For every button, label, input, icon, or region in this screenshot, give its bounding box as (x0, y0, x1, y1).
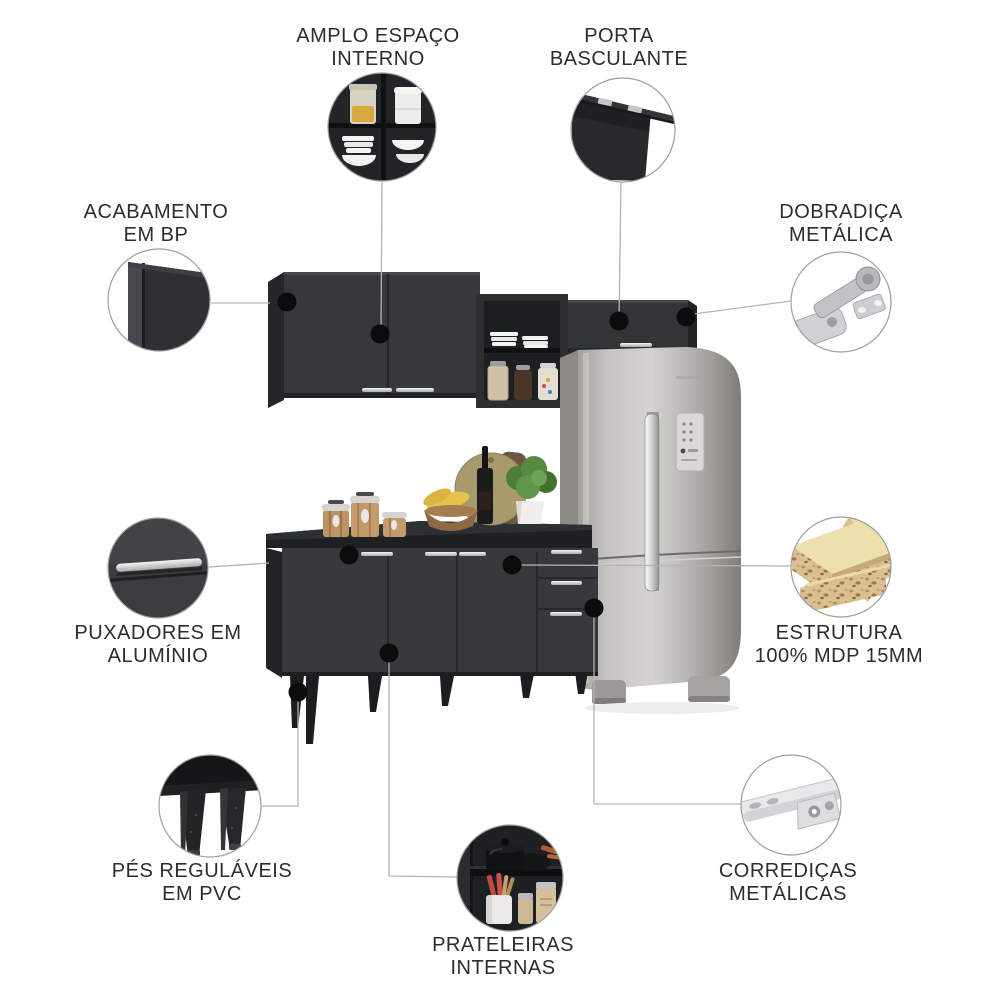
connector-porta-basculante (618, 182, 622, 322)
callout-connectors (208, 181, 792, 878)
label-line-2: INTERNAS (450, 957, 556, 979)
dot-amplo-espaco (370, 324, 390, 344)
connector-prateleiras (388, 653, 458, 878)
connector-puxadores (208, 562, 270, 568)
niche-jars (487, 361, 558, 401)
label-line-1: PORTA (584, 25, 654, 47)
dot-dobradica (676, 307, 696, 327)
base-cabinet (266, 521, 598, 744)
countertop-decor (322, 446, 557, 537)
callout-circle-porta-basculante (570, 77, 676, 183)
callout-circle-estrutura (790, 516, 892, 618)
fridge-shadow (584, 702, 740, 714)
connector-estrutura (511, 564, 792, 567)
callout-label-dobradica: DOBRADIÇA METÁLICA (681, 201, 1000, 247)
potted-plant (506, 456, 557, 524)
connector-amplo-espaco (380, 181, 383, 335)
callout-circle-acabamento (107, 248, 211, 352)
internal-shelves-photo (457, 825, 563, 931)
label-line-2: INTERNO (331, 48, 425, 70)
metal-hinge-photo (791, 266, 886, 352)
connector-dobradica (685, 300, 792, 316)
mdp-board-photo (792, 517, 891, 614)
label-line-2: EM PVC (162, 883, 242, 905)
bp-finish-panel-photo (128, 262, 210, 351)
fridge-handle (644, 412, 660, 592)
wooden-canisters (322, 492, 407, 537)
aluminum-handle-photo (108, 518, 208, 618)
callout-circles (107, 72, 892, 932)
dot-porta-basculante (609, 311, 629, 331)
pvc-feet-photo (159, 755, 261, 856)
metal-drawer-slide-photo (741, 777, 841, 830)
dot-acabamento (277, 292, 297, 312)
connector-pes (261, 692, 299, 807)
label-line-1: ACABAMENTO (83, 201, 229, 223)
base-cabinet-handles (361, 550, 582, 616)
callout-label-corredicas: CORREDIÇAS METÁLICAS (628, 860, 948, 906)
callout-circle-amplo-espaco (327, 72, 437, 182)
callout-circle-pes (158, 754, 262, 858)
label-line-2: METÁLICA (788, 224, 894, 246)
callout-circle-corredicas (740, 754, 842, 856)
connector-corredicas (593, 608, 741, 805)
flip-up-door-photo (571, 92, 674, 181)
label-line-1: AMPLO ESPAÇO (296, 25, 460, 47)
callout-dots (277, 292, 696, 702)
fridge-brand-mark (676, 376, 702, 379)
callout-label-estrutura: ESTRUTURA 100% MDP 15MM (679, 622, 999, 668)
dot-corredicas (584, 598, 604, 618)
wall-cabinet-handles (362, 388, 434, 392)
callout-label-amplo-espaco: AMPLO ESPAÇO INTERNO (218, 25, 538, 71)
label-line-1: PÉS REGULÁVEIS (111, 860, 293, 882)
callout-circle-dobradica (790, 251, 892, 353)
label-line-1: ESTRUTURA (775, 622, 903, 644)
dot-puxadores (339, 545, 359, 565)
callout-label-acabamento: ACABAMENTO EM BP (0, 201, 316, 247)
bridge-handle (620, 343, 652, 347)
stacked-plates (490, 332, 548, 348)
callout-label-pes: PÉS REGULÁVEIS EM PVC (42, 860, 362, 906)
label-line-2: ALUMÍNIO (107, 645, 209, 667)
fridge-feet (592, 676, 730, 704)
label-line-1: DOBRADIÇA (779, 201, 903, 223)
kitchen-set-illustration (266, 272, 742, 744)
label-line-2: METÁLICAS (729, 883, 847, 905)
fridge-control-panel (675, 412, 705, 472)
callout-circle-prateleiras (456, 824, 564, 932)
label-line-2: 100% MDP 15MM (754, 645, 924, 667)
label-line-2: BASCULANTE (549, 48, 689, 70)
callout-label-porta-basculante: PORTA BASCULANTE (459, 25, 779, 71)
open-shelves-photo (328, 73, 436, 181)
base-cabinet-feet (290, 672, 588, 744)
label-line-1: PRATELEIRAS (432, 934, 574, 956)
callout-label-puxadores: PUXADORES EM ALUMÍNIO (0, 622, 318, 668)
open-shelf-niche (476, 294, 568, 408)
dot-estrutura (502, 555, 522, 575)
label-line-1: CORREDIÇAS (718, 860, 858, 882)
label-line-1: PUXADORES EM (74, 622, 242, 644)
fruit-bowl (423, 488, 478, 531)
dot-pes (288, 682, 308, 702)
callout-label-prateleiras: PRATELEIRAS INTERNAS (343, 934, 663, 980)
callout-circle-puxadores (107, 517, 209, 619)
dot-prateleiras (379, 643, 399, 663)
label-line-2: EM BP (123, 224, 189, 246)
refrigerator (560, 347, 742, 714)
